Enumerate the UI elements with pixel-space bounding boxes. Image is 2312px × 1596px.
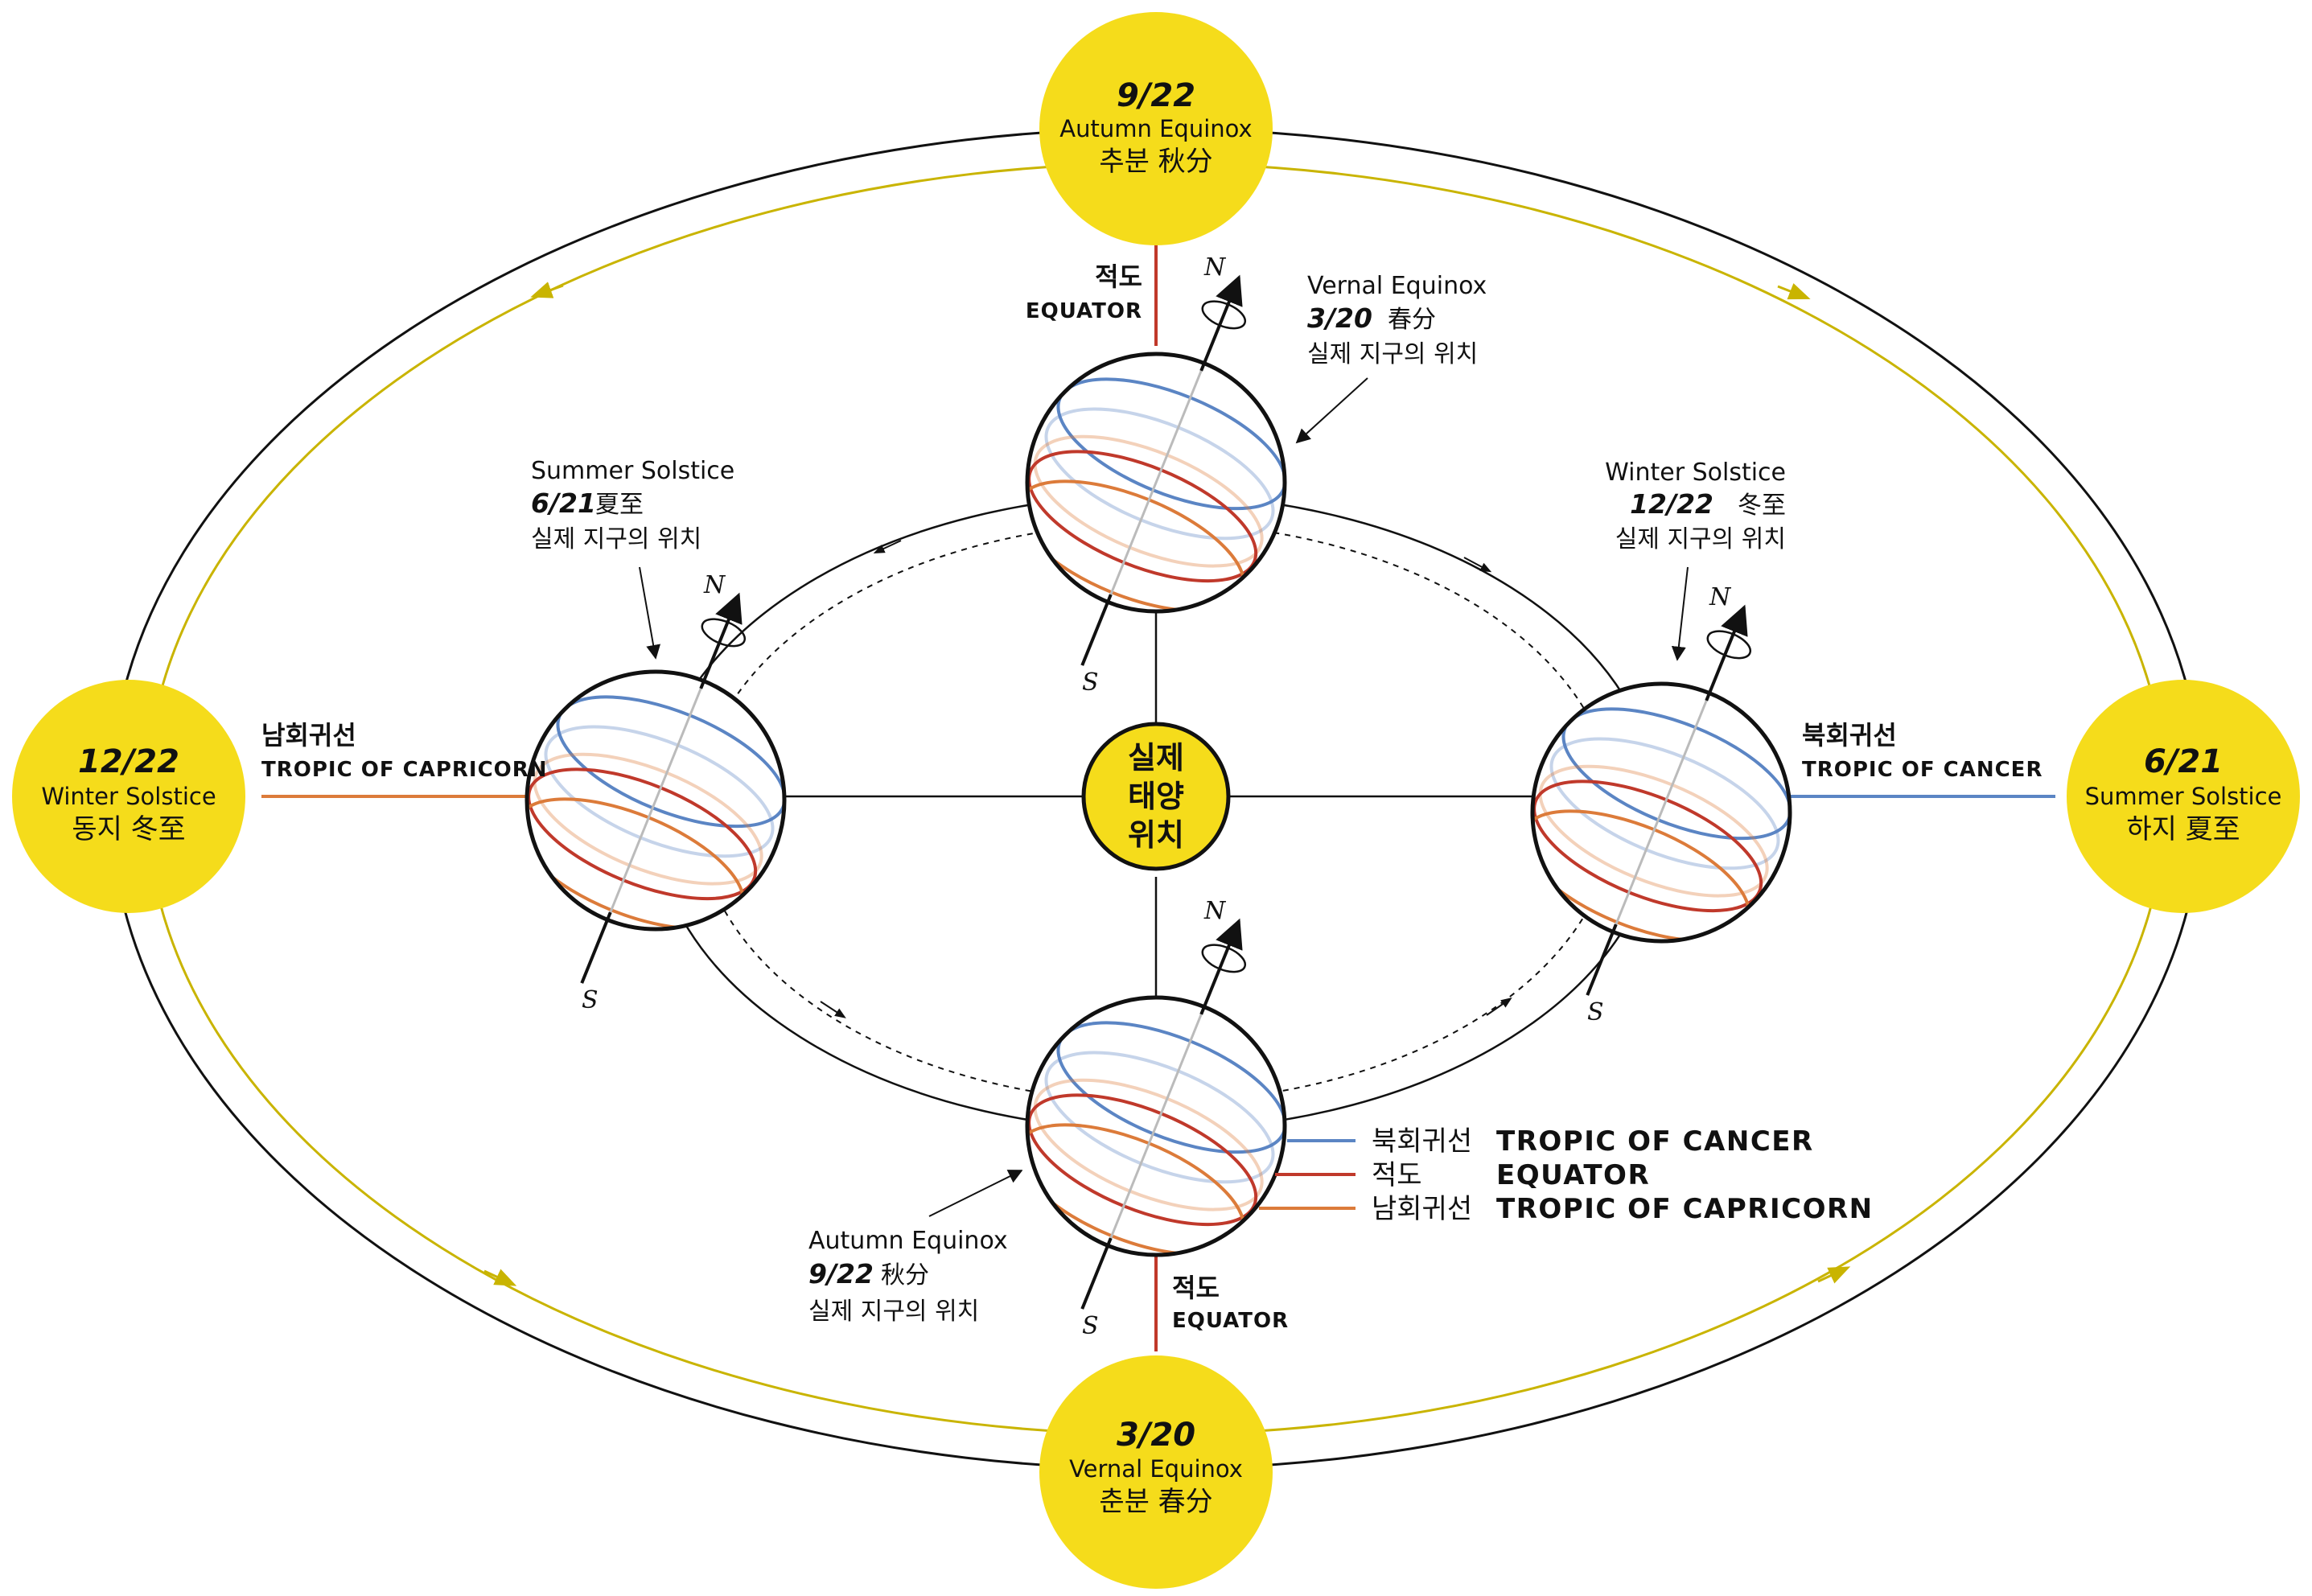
axis-north	[1199, 274, 1243, 372]
legend-equator-en: EQUATOR	[1496, 1159, 1650, 1191]
south-pole-label: S	[582, 986, 599, 1014]
axis-inner	[1109, 370, 1203, 595]
axis-south	[1080, 594, 1113, 666]
globe-outline	[1025, 995, 1287, 1257]
rotation-icon	[701, 618, 747, 648]
earth-bottom-date: 9/22	[808, 1258, 874, 1290]
legend-equator-ko: 적도	[1372, 1159, 1422, 1191]
north-pole-label: N	[703, 571, 726, 599]
rotation-icon	[1201, 944, 1247, 973]
sun-left-en: Winter Solstice	[41, 783, 216, 810]
bottom-equator-en: EQUATOR	[1172, 1309, 1289, 1333]
sun-left-ko: 동지 冬至	[72, 813, 185, 845]
sun-left: 12/22 Winter Solstice 동지 冬至	[12, 680, 245, 913]
sun-bottom-date: 3/20	[1117, 1417, 1195, 1454]
center-label-3: 위치	[1128, 817, 1184, 853]
earth-right-en: Winter Solstice	[1605, 459, 1786, 487]
earth-top-ko: 실제 지구의 위치	[1307, 340, 1478, 368]
south-pole-label: S	[1082, 1312, 1099, 1340]
sun-right-ko: 하지 夏至	[2126, 813, 2240, 845]
earth-left-hanja: 夏至	[595, 491, 644, 519]
earth-left: NS	[525, 571, 787, 1014]
globe-outline	[525, 669, 787, 932]
rotation-icon	[1706, 630, 1752, 660]
axis-north	[699, 592, 743, 689]
earth-top-hanja: 春分	[1388, 306, 1436, 334]
earth-bottom-en: Autumn Equinox	[808, 1227, 1008, 1255]
sun-bottom: 3/20 Vernal Equinox 춘분 春分	[1039, 1355, 1273, 1589]
axis-south	[1080, 1237, 1113, 1310]
earth-right: NS	[1530, 583, 1792, 1026]
label-earth-left: Summer Solstice 6/21 夏至 실제 지구의 위치	[531, 457, 734, 660]
axis-inner	[1615, 700, 1708, 925]
left-tropic-en: TROPIC OF CAPRICORN	[261, 758, 548, 782]
south-pole-label: S	[1587, 998, 1604, 1026]
axis-north	[1199, 918, 1243, 1015]
label-earth-top: Vernal Equinox 3/20 春分 실제 지구의 위치	[1295, 272, 1487, 444]
south-pole-label: S	[1082, 668, 1099, 697]
earth-right-date: 12/22	[1630, 488, 1713, 520]
legend-capricorn-en: TROPIC OF CAPRICORN	[1496, 1193, 1874, 1225]
label-earth-right: Winter Solstice 12/22 冬至 실제 지구의 위치	[1605, 459, 1786, 661]
bottom-equator-ko: 적도	[1172, 1273, 1220, 1303]
legend-cancer-ko: 북회귀선	[1372, 1125, 1472, 1158]
center-label-2: 태양	[1128, 779, 1184, 814]
north-pole-label: N	[1709, 583, 1732, 611]
sun-right-date: 6/21	[2144, 743, 2223, 780]
axis-north	[1705, 604, 1748, 701]
earth-left-en: Summer Solstice	[531, 457, 734, 485]
right-tropic-ko: 북회귀선	[1802, 720, 1897, 751]
sun-top-date: 9/22	[1117, 77, 1195, 114]
legend: 북회귀선 TROPIC OF CANCER 적도 EQUATOR 남회귀선 TR…	[1259, 1125, 1874, 1225]
center-label-1: 실제	[1128, 740, 1184, 775]
earth-bottom-hanja: 秋分	[881, 1261, 929, 1290]
earth-left-ko: 실제 지구의 위치	[531, 525, 701, 553]
legend-cancer-en: TROPIC OF CANCER	[1496, 1125, 1814, 1158]
sun-left-date: 12/22	[78, 743, 179, 780]
earth-right-ko: 실제 지구의 위치	[1615, 525, 1786, 553]
earth-top-en: Vernal Equinox	[1307, 272, 1487, 300]
center-actual-sun: 실제 태양 위치	[1081, 722, 1231, 871]
cross-lines	[784, 603, 1532, 998]
sun-right: 6/21 Summer Solstice 하지 夏至	[2067, 680, 2300, 913]
dashed-orbit-arrows	[820, 540, 1512, 1018]
earth-bottom: NS	[1025, 897, 1287, 1340]
legend-capricorn-ko: 남회귀선	[1372, 1193, 1472, 1225]
earth-bottom-ko: 실제 지구의 위치	[808, 1298, 979, 1326]
axis-south	[1586, 923, 1618, 996]
rotation-icon	[1201, 300, 1247, 330]
globe-outline	[1530, 681, 1792, 944]
earth-top: NS	[1025, 253, 1287, 697]
sun-top-ko: 추분 秋分	[1099, 146, 1212, 178]
axis-inner	[609, 688, 702, 913]
north-pole-label: N	[1203, 253, 1227, 282]
north-pole-label: N	[1203, 897, 1227, 925]
earth-right-hanja: 冬至	[1738, 492, 1786, 520]
top-equator-en: EQUATOR	[1026, 299, 1142, 323]
top-equator-ko: 적도	[1095, 261, 1142, 292]
earth-top-date: 3/20	[1307, 302, 1372, 334]
label-earth-bottom: Autumn Equinox 9/22 秋分 실제 지구의 위치	[808, 1170, 1023, 1326]
sun-right-en: Summer Solstice	[2085, 783, 2282, 810]
sun-bottom-ko: 춘분 春分	[1099, 1486, 1212, 1518]
sun-bottom-en: Vernal Equinox	[1069, 1455, 1243, 1483]
orbit-direction-arrows	[483, 282, 1851, 1286]
earth-left-date: 6/21	[531, 487, 596, 519]
globe-outline	[1025, 352, 1287, 614]
axis-inner	[1109, 1014, 1203, 1239]
sun-top-en: Autumn Equinox	[1059, 115, 1252, 142]
right-tropic-en: TROPIC OF CANCER	[1802, 758, 2043, 782]
left-tropic-ko: 남회귀선	[261, 720, 356, 751]
axis-south	[580, 911, 612, 984]
sun-top: 9/22 Autumn Equinox 추분 秋分	[1039, 12, 1273, 245]
